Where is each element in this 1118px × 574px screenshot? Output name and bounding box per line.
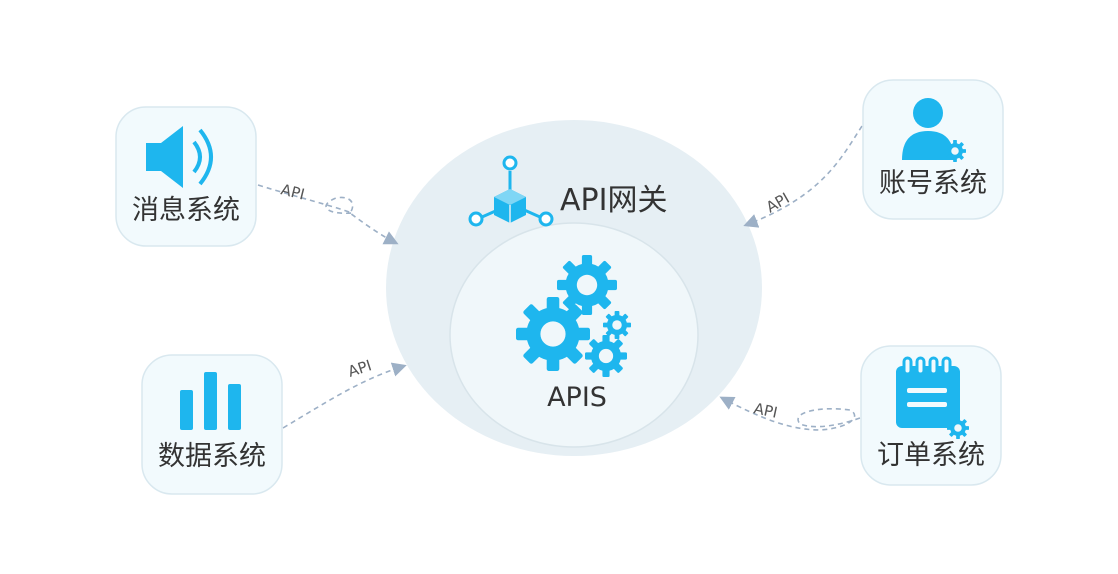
card-data-system[interactable]: 数据系统 [141,354,283,495]
card-account-system[interactable]: 账号系统 [862,79,1004,220]
order-system-label: 订单系统 [877,440,985,471]
connector-order-label: API [752,399,779,422]
gateway-hub-icon [468,155,554,227]
connector-account [743,125,863,228]
connector-message [257,184,399,245]
card-message-system[interactable]: 消息系统 [115,106,257,247]
gateway-title: API网关 [560,183,667,218]
connector-order [719,396,861,431]
notepad-gear-icon [896,356,969,439]
message-system-label: 消息系统 [132,195,240,226]
connector-account-label: API [763,189,793,216]
card-order-system[interactable]: 订单系统 [860,345,1002,486]
account-system-label: 账号系统 [879,168,987,199]
connector-message-label: API [279,180,306,203]
data-system-label: 数据系统 [158,441,266,472]
bar-chart-icon [180,372,241,430]
connector-data [282,362,407,429]
user-gear-icon [902,98,966,162]
apis-label: APIS [547,382,607,413]
speaker-icon [146,126,213,188]
connector-data-label: API [346,356,374,380]
